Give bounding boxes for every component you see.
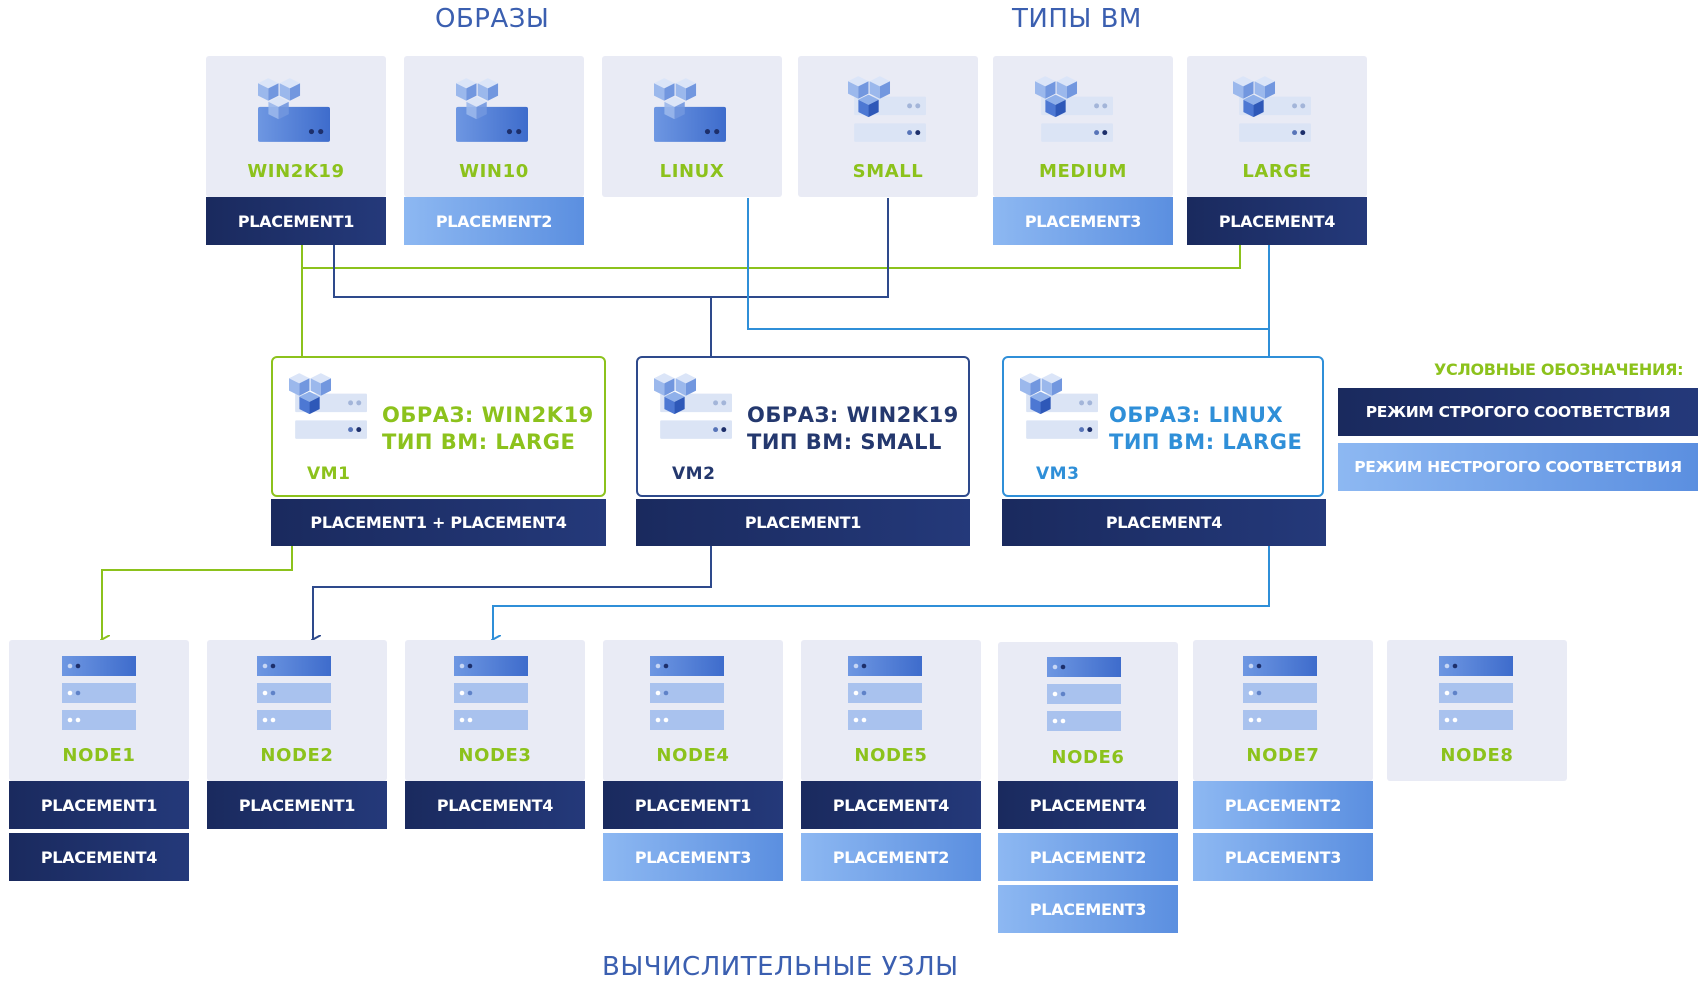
vm-details: ОБРАЗ: LINUX ТИП ВМ: LARGE <box>1109 402 1302 456</box>
vm-type-icon <box>1035 76 1113 144</box>
image-card-win10[interactable]: WIN10 <box>404 56 584 197</box>
vm-type-label: MEDIUM <box>1039 161 1127 182</box>
image-label: LINUX <box>659 161 725 182</box>
node-placement-tag: PLACEMENT2 <box>998 833 1178 881</box>
arrow-vm2-node2 <box>313 546 712 640</box>
node-card-node8[interactable]: NODE8 <box>1387 640 1567 781</box>
node-placement-tag: PLACEMENT3 <box>998 885 1178 933</box>
image-placement-tag: PLACEMENT1 <box>206 197 386 245</box>
vm-name: VM2 <box>672 464 716 484</box>
node-card-node5[interactable]: NODE5 <box>801 640 981 781</box>
vm-type-placement-tag: PLACEMENT3 <box>993 197 1173 245</box>
node-placement-tag: PLACEMENT4 <box>9 833 189 881</box>
nodes-heading: ВЫЧИСЛИТЕЛЬНЫЕ УЗЛЫ <box>602 952 959 982</box>
line-vm3 <box>747 198 1270 356</box>
image-server-icon <box>654 78 726 142</box>
vm-type-icon <box>1233 76 1311 144</box>
vm-card-vm1[interactable]: ОБРАЗ: WIN2K19 ТИП ВМ: LARGE VM1 <box>271 356 606 497</box>
node-placement-tag: PLACEMENT3 <box>603 833 783 881</box>
vm-placement-tag: PLACEMENT1 + PLACEMENT4 <box>271 499 606 546</box>
node-placement-tag: PLACEMENT4 <box>998 781 1178 829</box>
vm-image-line: ОБРАЗ: WIN2K19 <box>382 403 594 427</box>
vm-icon <box>1020 373 1098 441</box>
node-placement-tag: PLACEMENT4 <box>405 781 585 829</box>
vm-image-line: ОБРАЗ: WIN2K19 <box>747 403 959 427</box>
node-placement-tag: PLACEMENT2 <box>1193 781 1373 829</box>
node-server-icon <box>454 656 528 730</box>
vm-icon <box>289 373 367 441</box>
vm-types-heading: ТИПЫ ВМ <box>1012 4 1142 34</box>
node-server-icon <box>650 656 724 730</box>
node-placement-tag: PLACEMENT2 <box>801 833 981 881</box>
node-server-icon <box>257 656 331 730</box>
vm-name: VM1 <box>307 464 351 484</box>
vm-icon <box>654 373 732 441</box>
image-server-icon <box>258 78 330 142</box>
node-server-icon <box>1243 656 1317 730</box>
vm-type-label: SMALL <box>852 161 924 182</box>
node-card-node6[interactable]: NODE6 <box>998 642 1178 783</box>
legend-strict: РЕЖИМ СТРОГОГО СООТВЕТСТВИЯ <box>1338 388 1698 436</box>
arrow-vm3-node3 <box>493 546 1270 640</box>
node-card-node3[interactable]: NODE3 <box>405 640 585 781</box>
vm-type-line: ТИП ВМ: LARGE <box>1109 430 1303 454</box>
node-card-node7[interactable]: NODE7 <box>1193 640 1373 781</box>
node-label: NODE6 <box>1051 747 1125 768</box>
image-placement-tag: PLACEMENT2 <box>404 197 584 245</box>
vm-image-line: ОБРАЗ: LINUX <box>1109 403 1284 427</box>
line-vm1 <box>301 245 1241 356</box>
image-server-icon <box>456 78 528 142</box>
node-card-node4[interactable]: NODE4 <box>603 640 783 781</box>
vm-card-vm2[interactable]: ОБРАЗ: WIN2K19 ТИП ВМ: SMALL VM2 <box>636 356 970 497</box>
node-placement-tag: PLACEMENT1 <box>207 781 387 829</box>
node-placement-tag: PLACEMENT1 <box>603 781 783 829</box>
vm-type-placement-tag: PLACEMENT4 <box>1187 197 1367 245</box>
node-placement-tag: PLACEMENT1 <box>9 781 189 829</box>
node-label: NODE7 <box>1246 745 1320 766</box>
vm-type-label: LARGE <box>1242 161 1312 182</box>
vm-details: ОБРАЗ: WIN2K19 ТИП ВМ: SMALL <box>747 402 959 456</box>
legend-title: УСЛОВНЫЕ ОБОЗНАЧЕНИЯ: <box>1434 360 1684 379</box>
node-server-icon <box>62 656 136 730</box>
vm-type-card-large[interactable]: LARGE <box>1187 56 1367 197</box>
legend-soft: РЕЖИМ НЕСТРОГОГО СООТВЕТСТВИЯ <box>1338 443 1698 491</box>
image-label: WIN2K19 <box>247 161 345 182</box>
node-server-icon <box>1439 656 1513 730</box>
image-card-linux[interactable]: LINUX <box>602 56 782 197</box>
node-label: NODE4 <box>656 745 730 766</box>
node-placement-tag: PLACEMENT4 <box>801 781 981 829</box>
node-server-icon <box>848 656 922 730</box>
vm-details: ОБРАЗ: WIN2K19 ТИП ВМ: LARGE <box>382 402 594 456</box>
vm-type-line: ТИП ВМ: LARGE <box>382 430 576 454</box>
vm-placement-tag: PLACEMENT4 <box>1002 499 1326 546</box>
node-server-icon <box>1047 657 1121 731</box>
arrow-vm1-node1 <box>102 546 293 640</box>
line-vm2 <box>333 198 889 356</box>
node-label: NODE2 <box>260 745 334 766</box>
vm-type-card-small[interactable]: SMALL <box>798 56 978 197</box>
node-label: NODE5 <box>854 745 928 766</box>
node-label: NODE1 <box>62 745 136 766</box>
node-card-node2[interactable]: NODE2 <box>207 640 387 781</box>
node-label: NODE3 <box>458 745 532 766</box>
vm-placement-tag: PLACEMENT1 <box>636 499 970 546</box>
image-card-win2k19[interactable]: WIN2K19 <box>206 56 386 197</box>
vm-card-vm3[interactable]: ОБРАЗ: LINUX ТИП ВМ: LARGE VM3 <box>1002 356 1324 497</box>
vm-type-line: ТИП ВМ: SMALL <box>747 430 942 454</box>
images-heading: ОБРАЗЫ <box>435 4 550 34</box>
image-label: WIN10 <box>459 161 529 182</box>
vm-name: VM3 <box>1036 464 1080 484</box>
node-card-node1[interactable]: NODE1 <box>9 640 189 781</box>
node-placement-tag: PLACEMENT3 <box>1193 833 1373 881</box>
vm-type-icon <box>848 76 926 144</box>
vm-type-card-medium[interactable]: MEDIUM <box>993 56 1173 197</box>
node-label: NODE8 <box>1440 745 1514 766</box>
